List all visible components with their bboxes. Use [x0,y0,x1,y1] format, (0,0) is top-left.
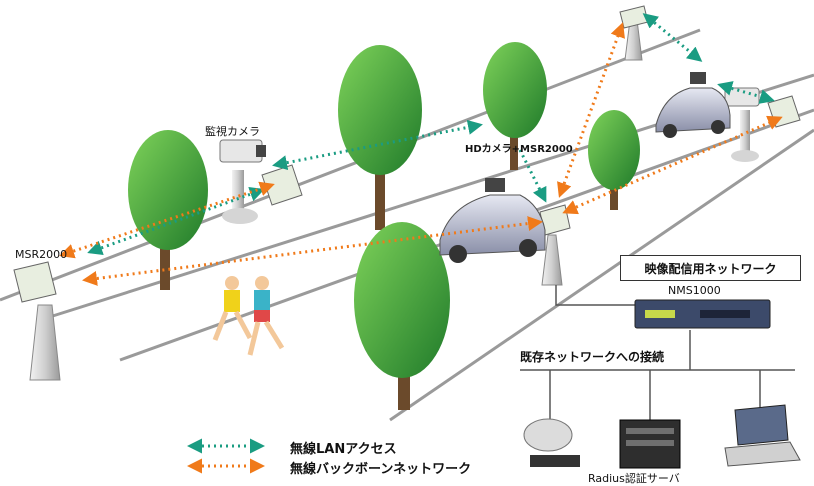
camera-label: 監視カメラ [205,125,260,138]
tree-icon [354,222,450,410]
legend-backbone-text: 無線バックボーンネットワーク [290,462,472,477]
hd-camera-label: HDカメラ+MSR2000 [465,144,573,155]
satellite-dish-icon [523,418,580,467]
msr2000-pole-icon [13,261,61,381]
car-icon [439,178,546,263]
wireless-backbone-links [59,22,783,286]
surveillance-camera-icon [219,139,266,224]
nms1000-device-icon [634,299,771,329]
msr2000-label: MSR2000 [15,248,68,261]
tree-icon [128,130,208,290]
network-title-box: 映像配信用ネットワーク [620,255,801,281]
car-icon [655,72,731,138]
tree-icon [483,42,547,170]
right-camera-icon [724,87,801,162]
network-wiring [520,285,795,420]
tree-icon [588,110,640,210]
radius-server-label: Radius認証サーバ [588,472,680,485]
nms1000-label: NMS1000 [668,284,721,297]
legend-lan-text: 無線LANアクセス [290,442,397,457]
existing-network-label: 既存ネットワークへの接続 [520,350,665,364]
laptop-icon [724,404,801,467]
runners-icon [212,276,285,356]
server-icon [619,419,681,469]
